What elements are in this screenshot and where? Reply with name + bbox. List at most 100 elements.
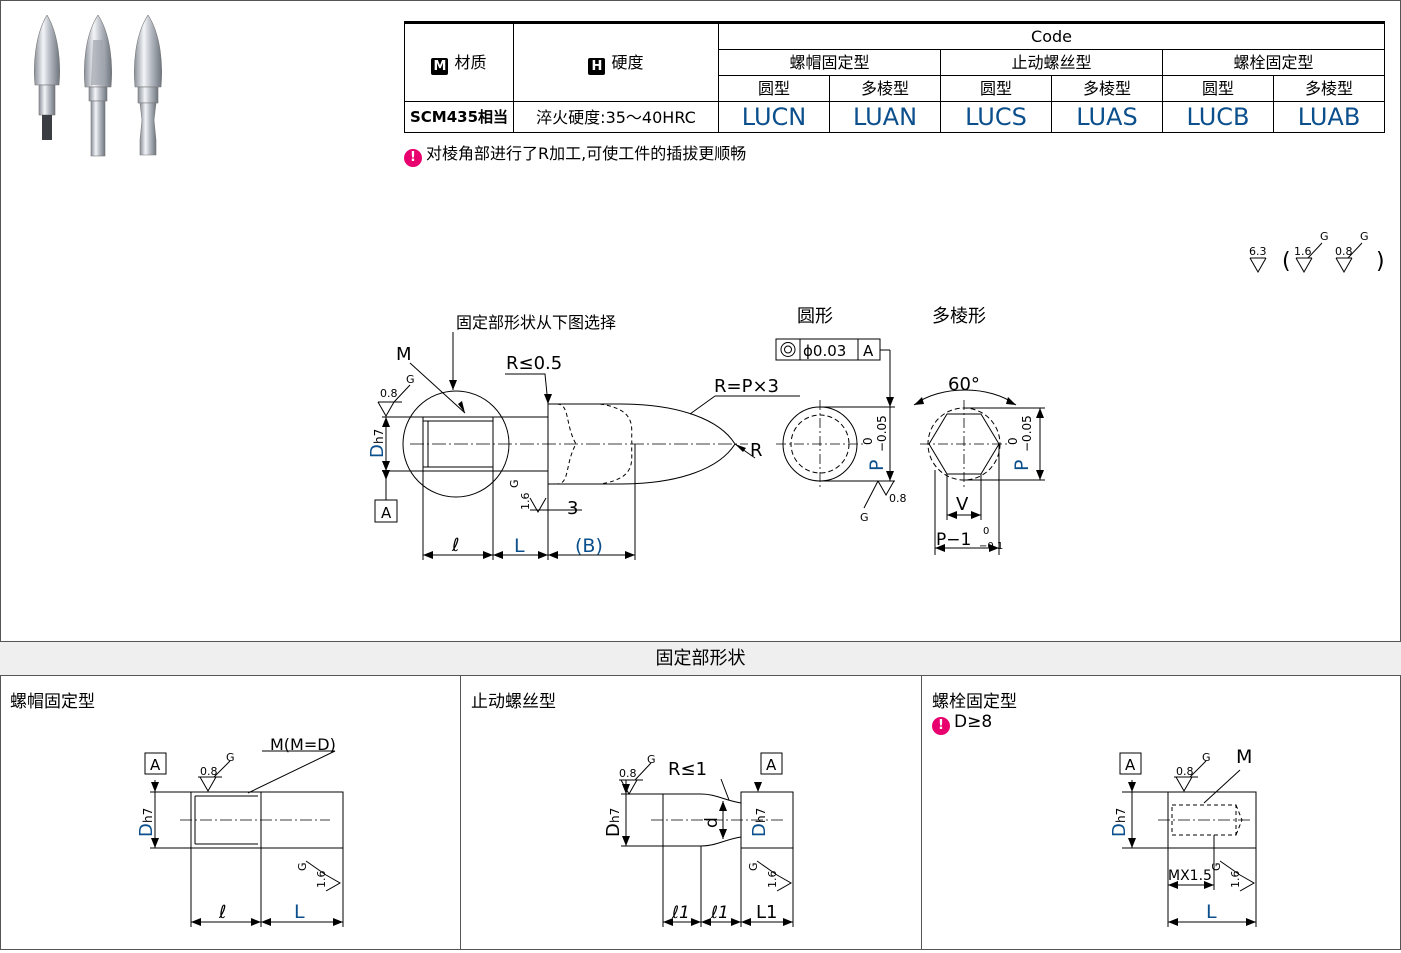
p1-label: P−1 (936, 530, 971, 550)
p-label: P (866, 460, 888, 471)
angle-label: 60° (948, 374, 980, 395)
fixed-shape-header: 固定部形状 (0, 641, 1401, 676)
setscrew-drawing: A 0.8 G R≤1 D h7 d D h7 1.6 G ℓ1 ℓ1 L1 (603, 752, 794, 927)
m-eq-d-label: M(M=D) (270, 735, 336, 754)
code-cell[interactable]: LUAS (1051, 101, 1163, 133)
roughness-g: G (1202, 751, 1211, 764)
mx15-label: MX1.5 (1168, 868, 1212, 884)
datum-a: A (766, 756, 777, 774)
dim-three: 3 (567, 498, 578, 519)
subtype-header: 圆型 (940, 75, 1052, 102)
h7-label: h7 (608, 808, 622, 823)
fix-select-label: 固定部形状从下图选择 (456, 313, 616, 332)
material-header: 材质 (454, 53, 487, 72)
h7-label: h7 (1114, 808, 1128, 823)
dim-b: (B) (575, 535, 603, 557)
group-header: 止动螺丝型 (940, 49, 1163, 76)
roughness-value: 1.6 (519, 493, 532, 511)
roughness-value: 0.8 (619, 767, 637, 780)
h7-label: h7 (754, 808, 768, 823)
p-tol-hi: 0 (1006, 437, 1020, 445)
roughness-g: G (406, 373, 415, 386)
roughness-value: 0.8 (200, 765, 218, 778)
code-cell[interactable]: LUCB (1162, 101, 1274, 133)
dim-l: ℓ (218, 902, 226, 923)
dim-l1: ℓ1 (671, 903, 690, 923)
hardness-value: 淬火硬度:35～40HRC (513, 101, 719, 133)
roughness-value: 1.6 (315, 871, 328, 889)
material-badge: M (431, 58, 449, 75)
main-drawing: 6.3 ( 1.6 G 0.8 G ) 固定部形状从下图选择 圆形 多棱形 M … (367, 230, 1385, 560)
d-label: D (367, 444, 388, 458)
roughness-g: G (860, 511, 869, 524)
tolerance-value: ϕ0.03 (803, 342, 846, 360)
setscrew-title: 止动螺丝型 (471, 692, 556, 712)
hardness-header: 硬度 (611, 53, 644, 72)
subtype-header: 圆型 (718, 75, 830, 102)
dim-big-l: L (1206, 901, 1217, 923)
surface-paren-open: ( (1282, 249, 1291, 274)
roughness-g: G (226, 751, 235, 764)
roughness-value: 1.6 (766, 871, 779, 889)
bolt-fixed-note: !D≥8 (932, 712, 992, 735)
surface-g1-value: 1.6 (1294, 245, 1312, 258)
hardness-badge: H (588, 58, 606, 75)
p-tol-lo: −0.05 (875, 415, 889, 452)
dim-big-l: L (514, 535, 525, 557)
v-label: V (956, 494, 969, 515)
subtype-header: 圆型 (1162, 75, 1274, 102)
info-icon: ! (404, 149, 422, 167)
r-processing-note: !对棱角部进行了R加工,可使工件的插拔更顺畅 (404, 140, 746, 167)
tolerance-datum: A (863, 342, 874, 360)
setscrew-panel: 止动螺丝型 (461, 675, 922, 949)
product-photo (34, 15, 162, 157)
roughness-g: G (747, 862, 760, 871)
material-header-cell: M 材质 (404, 22, 514, 102)
roughness-g: G (1210, 862, 1223, 871)
roughness-value: 0.8 (1176, 765, 1194, 778)
group-header: 螺栓固定型 (1162, 49, 1385, 76)
p1-tol-hi: 0 (983, 526, 989, 537)
r-small-label: R≤0.5 (506, 353, 562, 374)
p-tol-hi: 0 (861, 437, 875, 445)
p-tol-lo: −0.05 (1020, 415, 1034, 452)
roughness-g: G (647, 753, 656, 766)
p-label: P (1011, 460, 1033, 471)
material-value: SCM435相当 (404, 101, 514, 133)
round-title: 圆形 (797, 306, 833, 327)
surface-g-label: G (1320, 230, 1329, 243)
datum-a: A (1125, 756, 1136, 774)
small-d-label: d (702, 817, 722, 828)
dim-big-l: L (294, 901, 305, 923)
code-cell[interactable]: LUAB (1273, 101, 1385, 133)
roughness-value: 1.6 (1229, 871, 1242, 889)
surface-g2-value: 0.8 (1335, 245, 1353, 258)
r-large-label: R=P×3 (714, 376, 779, 397)
r-label: R (750, 440, 763, 461)
dim-big-l1: L1 (756, 902, 777, 923)
nut-fixed-title: 螺帽固定型 (10, 692, 95, 712)
bolt-fixed-drawing: A 0.8 G M D h7 1.6 G MX1.5 L (1109, 746, 1257, 927)
r-le1-label: R≤1 (668, 759, 707, 780)
d-label: D (136, 823, 157, 837)
bolt-fixed-panel: 螺栓固定型 !D≥8 (922, 675, 1400, 949)
bolt-fixed-note-text: D≥8 (954, 712, 993, 732)
nut-fixed-panel: 螺帽固定型 (0, 675, 461, 949)
d-label: D (1109, 823, 1130, 837)
d-label: D (603, 823, 624, 837)
roughness-value: 0.8 (889, 492, 907, 505)
info-icon: ! (932, 717, 950, 735)
roughness-g: G (296, 862, 309, 871)
code-cell[interactable]: LUCN (718, 101, 830, 133)
roughness-g: G (508, 479, 521, 488)
roughness-value: 0.8 (380, 387, 398, 400)
surface-main-value: 6.3 (1249, 245, 1267, 258)
r-processing-note-text: 对棱角部进行了R加工,可使工件的插拔更顺畅 (426, 144, 747, 163)
code-cell[interactable]: LUCS (940, 101, 1052, 133)
nut-fixed-drawing: A 0.8 G M(M=D) D h7 1.6 G ℓ L (136, 735, 344, 927)
hardness-header-cell: H 硬度 (513, 22, 719, 102)
bolt-fixed-title: 螺栓固定型 (932, 692, 1017, 712)
datum-a: A (150, 756, 161, 774)
thread-m-label: M (1236, 746, 1252, 768)
